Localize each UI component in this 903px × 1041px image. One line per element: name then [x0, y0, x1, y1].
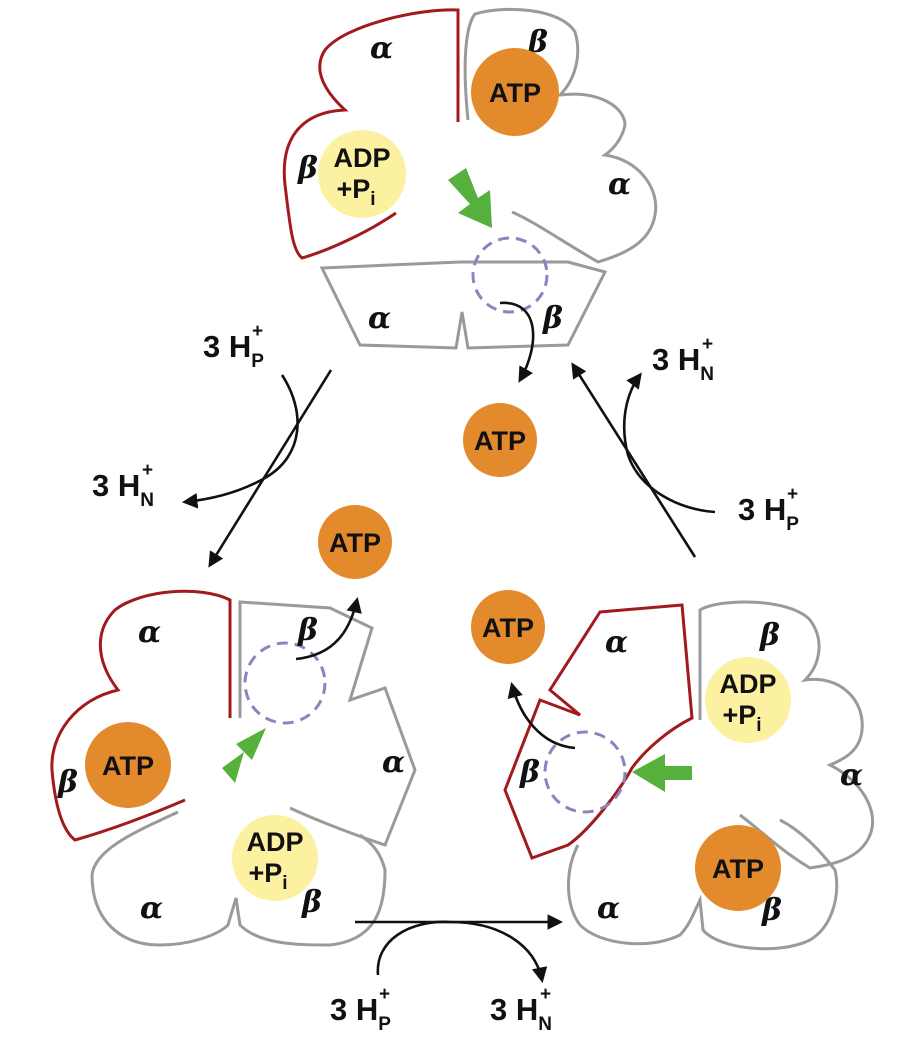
left-proton-flow-arrow [181, 374, 299, 509]
br-beta-3: β [761, 893, 782, 928]
left-proton-n-label: 3 HN+ [92, 460, 154, 511]
top-beta-2: β [297, 151, 318, 186]
bl-gray-bottom-outline [90, 810, 387, 947]
bl-red-outline [50, 589, 232, 842]
br-release-arrow [507, 681, 576, 750]
top-dashed-site [471, 236, 549, 314]
bl-atp-ball [85, 722, 171, 808]
br-alpha-1: α [605, 625, 628, 660]
released-atp-ball-center [463, 403, 537, 477]
top-alpha-1: α [370, 31, 393, 66]
br-gray-right-outline [698, 600, 875, 870]
br-atp-ball [695, 825, 781, 911]
top-alpha-2: α [608, 167, 631, 202]
bl-beta-2: β [57, 765, 78, 800]
br-gray-bottom-outline [567, 818, 839, 951]
top-red-outline [282, 8, 460, 260]
bl-alpha-3: α [140, 891, 163, 926]
released-atp-ball-right [471, 590, 545, 664]
top-gray-right-outline [463, 7, 658, 264]
bl-beta-3: β [301, 885, 322, 920]
released-atp-label-center: ATP [474, 426, 526, 456]
top-pi-label: +Pi [336, 174, 375, 210]
bl-green-arrow [222, 728, 266, 783]
br-beta-2: β [519, 755, 540, 790]
br-adp-label: ADP [719, 669, 776, 699]
right-rotation-step: 3 HN+ 3 HP+ [571, 334, 799, 558]
br-green-arrow [632, 754, 692, 792]
bl-pi-label: +Pi [248, 858, 287, 894]
br-alpha-2: α [840, 758, 863, 793]
bl-beta-1: β [297, 613, 318, 648]
bl-gray-beta-outline [238, 600, 417, 847]
bl-alpha-1: α [138, 615, 161, 650]
bl-dashed-site [243, 641, 327, 725]
right-proton-p-label: 3 HP+ [738, 484, 799, 535]
top-gray-bottom-outline [319, 260, 608, 350]
released-atp-ball-left [318, 505, 392, 579]
bottom-rotation-step: 3 HP+ 3 HN+ [330, 914, 564, 1035]
top-beta-3: β [542, 301, 563, 336]
right-rotation-arrow [571, 362, 697, 558]
br-alpha-3: α [597, 891, 620, 926]
br-pi-label: +Pi [722, 700, 761, 736]
bl-release-arrow [295, 596, 362, 661]
bottom-proton-n-label: 3 HN+ [490, 984, 552, 1035]
bl-adp-label: ADP [246, 827, 303, 857]
br-beta-1: β [759, 618, 780, 653]
top-adp-label: ADP [333, 143, 390, 173]
bl-atp-label: ATP [102, 751, 154, 781]
top-atp-label: ATP [489, 78, 541, 108]
bottom-proton-flow-arrow [376, 920, 548, 984]
left-rotation-step: 3 HP+ 3 HN+ [92, 321, 333, 568]
bl-alpha-2: α [382, 745, 405, 780]
bottom-right-complex: α β β α α β ADP +Pi ATP [503, 600, 875, 951]
top-atp-ball [471, 48, 559, 136]
br-atp-label: ATP [712, 854, 764, 884]
right-proton-n-label: 3 HN+ [652, 334, 714, 385]
top-adp-ball [318, 130, 406, 218]
top-complex: α β β α α β ATP ADP +Pi [282, 7, 658, 383]
bl-adp-ball [232, 815, 318, 901]
top-alpha-3: α [368, 301, 391, 336]
released-atp-label-right: ATP [482, 613, 534, 643]
top-green-arrow [448, 168, 492, 228]
br-dashed-site [543, 730, 627, 814]
top-beta-1: β [527, 25, 548, 60]
released-atp-label-left: ATP [329, 528, 381, 558]
bottom-proton-p-label: 3 HP+ [330, 984, 391, 1035]
left-rotation-arrow [208, 369, 333, 568]
br-adp-ball [705, 657, 791, 743]
right-proton-flow-arrow [622, 372, 716, 514]
top-release-arrow [499, 301, 535, 383]
left-proton-p-label: 3 HP+ [203, 321, 264, 372]
bottom-left-complex: α β β α α β ATP ADP +Pi [50, 589, 417, 947]
